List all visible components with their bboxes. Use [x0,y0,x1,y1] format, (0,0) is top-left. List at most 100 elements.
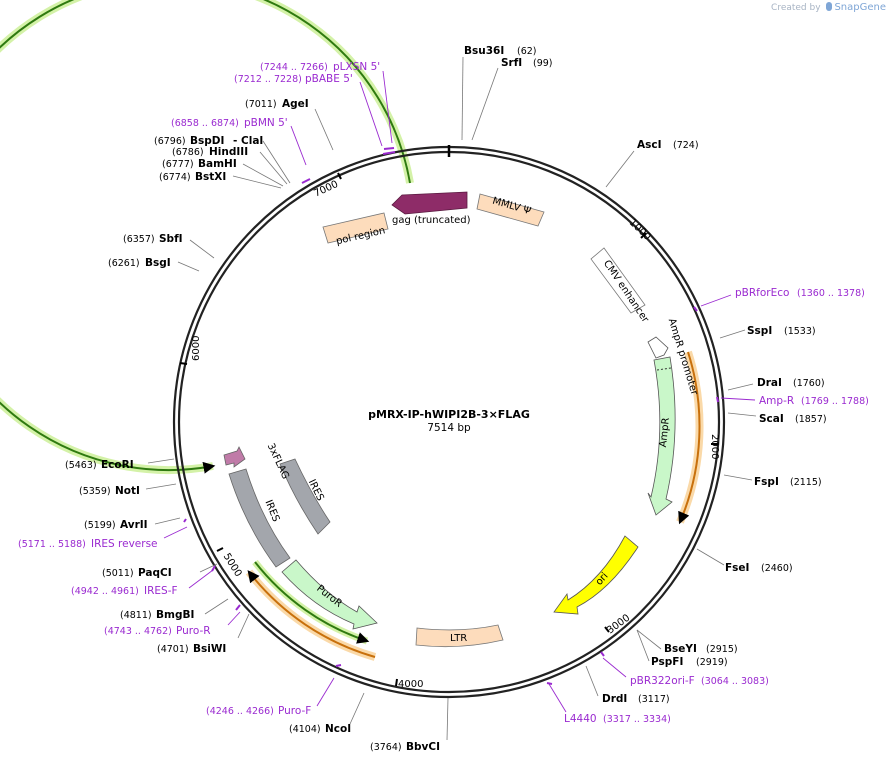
svg-text:SspI: SspI [747,325,772,337]
puro-orf-arc [254,561,370,644]
site-bamhi: (6777)BamHI [162,158,237,170]
svg-text:NotI: NotI [115,485,140,497]
svg-text:(99): (99) [533,58,553,69]
svg-text:(6786): (6786) [172,147,204,158]
svg-text:5000: 5000 [221,552,244,579]
orange-arc-right [678,351,701,525]
site-pspfi: PspFI (2919) [651,656,728,668]
feature-ires-outer [228,468,291,568]
feature-mmlv-psi [476,193,545,227]
svg-text:(3117): (3117) [638,694,670,705]
svg-text:(724): (724) [673,140,699,151]
svg-text:(4811): (4811) [120,610,152,621]
svg-text:PspFI: PspFI [651,656,683,668]
credit-prefix: Created by [771,3,821,13]
svg-text:IRES reverse: IRES reverse [91,538,158,550]
feature-gag-truncated [391,191,468,215]
feature-cmv-enhancer [590,247,646,314]
primer-pbabe5: (7212 .. 7228)pBABE 5' [234,73,353,85]
site-srfi: SrfI (99) [501,57,553,69]
plasmid-size: 7514 bp [427,422,471,434]
feature-ampr-promoter [647,336,669,359]
orf-arc [0,0,411,474]
tick-6000: 6000 [179,336,202,365]
site-ncoi: (4104)NcoI [289,723,351,735]
svg-text:(3764): (3764) [370,742,402,753]
feature-ori [553,535,639,615]
svg-text:(7212 .. 7228): (7212 .. 7228) [234,74,302,85]
svg-text:L4440: L4440 [564,713,597,725]
svg-text:DrdI: DrdI [602,693,627,705]
svg-text:BstXI: BstXI [195,171,226,183]
svg-text:(7011): (7011) [245,99,277,110]
svg-text:BmgBI: BmgBI [156,609,194,621]
svg-text:(5011): (5011) [102,568,134,579]
svg-text:(62): (62) [517,46,537,57]
svg-text:(1533): (1533) [784,326,816,337]
svg-text:(2915): (2915) [706,644,738,655]
svg-text:(1360 .. 1378): (1360 .. 1378) [797,288,865,299]
snapgene-logo-icon [826,2,833,11]
feature-puror [281,559,378,630]
tick-4000: 4000 [395,678,423,690]
site-noti: (5359)NotI [79,485,140,497]
svg-text:IRES-F: IRES-F [144,585,178,597]
svg-text:PaqCI: PaqCI [138,567,172,579]
svg-text:BbvCI: BbvCI [406,741,440,753]
svg-text:(4701): (4701) [157,644,189,655]
site-bmgbi: (4811) BmgBI [120,609,194,621]
feature-label-ltr: LTR [450,633,467,644]
svg-text:6000: 6000 [191,336,202,361]
site-drdi: DrdI (3117) [602,693,670,705]
svg-text:(2919): (2919) [696,657,728,668]
site-bbvci: (3764) BbvCI [370,741,440,753]
svg-text:4000: 4000 [398,679,423,690]
svg-text:NcoI: NcoI [325,723,351,735]
svg-text:(6858 .. 6874): (6858 .. 6874) [171,118,239,129]
svg-text:pBRforEco: pBRforEco [735,287,789,299]
site-scai: ScaI(1857) [759,413,827,425]
site-sbfi: (6357) SbfI [123,233,183,245]
svg-text:BsiWI: BsiWI [193,643,226,655]
svg-text:(4942 .. 4961): (4942 .. 4961) [71,586,139,597]
svg-text:BamHI: BamHI [198,158,237,170]
svg-text:BsgI: BsgI [145,257,171,269]
feature-label-cmv-enhancer: CMV enhancer [601,258,651,325]
feature-label-ampr: AmpR [658,417,672,448]
site-bstxi: (6774)BstXI [159,171,226,183]
site-ecori: (5463)EcoRI [65,459,134,471]
feature-ltr [415,624,504,648]
svg-text:HindIII: HindIII [209,146,248,158]
svg-text:- ClaI: - ClaI [233,135,263,147]
site-clai: - ClaI [233,135,263,147]
tick-2000: 2000 [709,434,720,459]
svg-text:AscI: AscI [637,139,662,151]
site-bsgi: (6261) BsgI [108,257,171,269]
site-fspi: FspI(2115) [754,476,822,488]
site-leader-lines [145,56,757,741]
primer-l4440: L4440 (3317 .. 3334) [564,713,671,725]
svg-text:SrfI: SrfI [501,57,522,69]
svg-text:pBABE 5': pBABE 5' [305,73,353,85]
primer-puro-r: (4743 .. 4762)Puro-R [104,625,211,637]
svg-text:pBMN 5': pBMN 5' [244,117,288,129]
svg-text:(6261): (6261) [108,258,140,269]
site-avrii: (5199)AvrII [84,519,148,531]
primer-plxsn5: (7244 .. 7266)pLXSN 5' [260,61,380,73]
svg-text:BspDI: BspDI [190,135,224,147]
svg-text:pLXSN 5': pLXSN 5' [333,61,380,73]
svg-text:(2115): (2115) [790,477,822,488]
svg-text:pBR322ori-F: pBR322ori-F [630,675,695,687]
feature-ampr [647,356,676,516]
svg-text:AvrII: AvrII [120,519,148,531]
feature-label-gag: gag (truncated) [392,215,471,226]
svg-text:Puro-R: Puro-R [176,625,211,637]
feature-pol-region [322,212,389,244]
svg-text:(6357): (6357) [123,234,155,245]
svg-text:SbfI: SbfI [159,233,183,245]
svg-text:Amp-R: Amp-R [759,395,794,407]
svg-text:(3317 .. 3334): (3317 .. 3334) [603,714,671,725]
primer-pbrforeco: pBRforEco (1360 .. 1378) [735,287,865,299]
site-sspi: SspI (1533) [747,325,816,337]
